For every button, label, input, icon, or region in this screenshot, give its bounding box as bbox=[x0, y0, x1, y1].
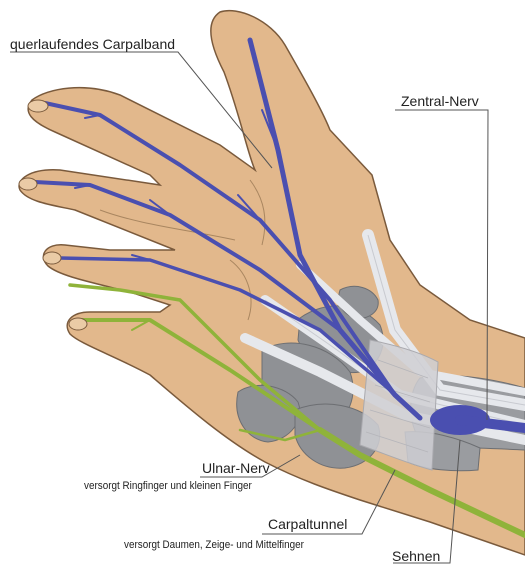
label-ulnar-nerve: Ulnar-Nerv bbox=[202, 460, 270, 476]
label-carpal-tunnel: Carpaltunnel bbox=[268, 516, 347, 532]
label-carpal-band: querlaufendes Carpalband bbox=[10, 36, 175, 52]
label-tendons: Sehnen bbox=[392, 548, 440, 564]
label-tunnel-description: versorgt Daumen, Zeige- und Mittelfinger bbox=[124, 539, 304, 551]
label-median-nerve: Zentral-Nerv bbox=[401, 93, 479, 109]
label-ulnar-description: versorgt Ringfinger und kleinen Finger bbox=[84, 480, 252, 492]
